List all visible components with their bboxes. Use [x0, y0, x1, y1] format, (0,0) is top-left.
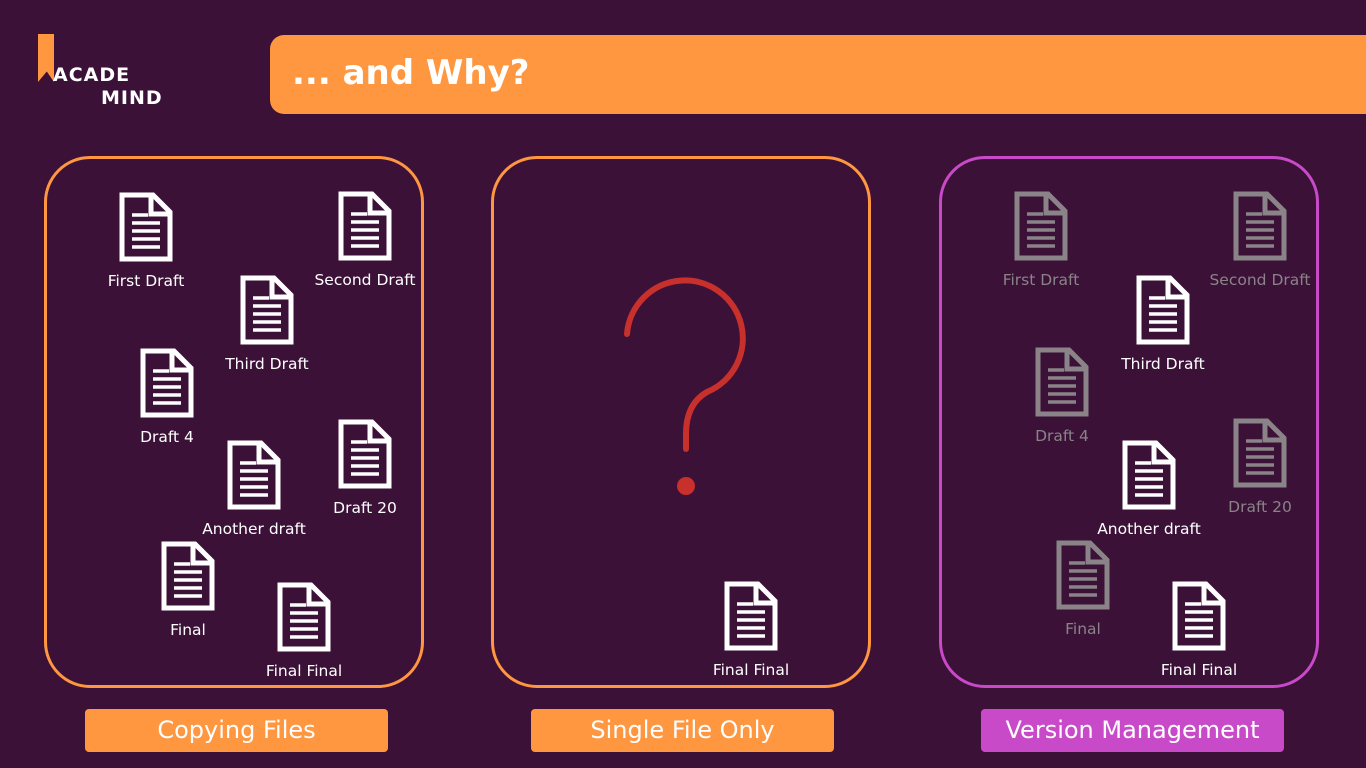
document-label: Draft 4: [1035, 427, 1089, 445]
panel-version-management: First Draft Second Draft Third Draft Dra…: [939, 156, 1319, 688]
document-label: Final Final: [265, 662, 343, 680]
document-third-draft: Third Draft: [197, 274, 337, 373]
document-icon: [1172, 581, 1226, 651]
document-final-final: Final Final: [234, 581, 374, 680]
document-label: Draft 4: [140, 428, 194, 446]
document-draft-20: Draft 20: [1190, 417, 1330, 516]
panel-copying-files: First Draft Second Draft Third Draft Dra…: [44, 156, 424, 688]
document-icon: [338, 419, 392, 489]
document-icon: [161, 541, 215, 611]
document-icon: [119, 192, 173, 262]
document-label: Final Final: [1160, 661, 1238, 679]
document-second-draft: Second Draft: [295, 190, 435, 289]
panel-single-file-only: Final Final: [491, 156, 871, 688]
label-single-file-only: Single File Only: [531, 709, 834, 752]
document-second-draft: Second Draft: [1190, 190, 1330, 289]
document-label: Final Final: [712, 661, 790, 679]
document-draft-20: Draft 20: [295, 418, 435, 517]
document-final-final: Final Final: [681, 580, 821, 679]
label-version-management: Version Management: [981, 709, 1284, 752]
academind-logo: ACADE MIND: [38, 34, 178, 114]
document-third-draft: Third Draft: [1093, 274, 1233, 373]
document-icon: [1056, 540, 1110, 610]
document-label: Third Draft: [1121, 355, 1205, 373]
logo-line-1: ACADE: [53, 64, 131, 86]
logo-line-2: MIND: [101, 87, 163, 109]
document-label: Final: [170, 621, 206, 639]
document-another-draft: Another draft: [184, 439, 324, 538]
document-final-final: Final Final: [1129, 580, 1269, 679]
document-label: Second Draft: [314, 271, 416, 289]
document-label: Third Draft: [225, 355, 309, 373]
document-icon: [1122, 440, 1176, 510]
document-label: Second Draft: [1209, 271, 1311, 289]
document-final: Final: [118, 540, 258, 639]
document-label: Final: [1065, 620, 1101, 638]
label-copying-files: Copying Files: [85, 709, 388, 752]
document-icon: [1035, 347, 1089, 417]
document-final: Final: [1013, 539, 1153, 638]
document-another-draft: Another draft: [1079, 439, 1219, 538]
question-mark-icon: [624, 277, 746, 495]
document-draft-4: Draft 4: [97, 347, 237, 446]
document-first-draft: First Draft: [76, 191, 216, 290]
page-title: ... and Why?: [292, 53, 530, 93]
logo-bookmark-icon: [38, 34, 54, 82]
title-bar: ... and Why?: [270, 35, 1366, 114]
document-icon: [140, 348, 194, 418]
document-label: Another draft: [1097, 520, 1201, 538]
document-icon: [240, 275, 294, 345]
document-label: Draft 20: [333, 499, 397, 517]
document-icon: [1136, 275, 1190, 345]
document-icon: [1233, 191, 1287, 261]
document-icon: [277, 582, 331, 652]
document-icon: [724, 581, 778, 651]
document-icon: [338, 191, 392, 261]
document-draft-4: Draft 4: [992, 346, 1132, 445]
document-label: Another draft: [202, 520, 306, 538]
logo-text: ACADE MIND: [53, 64, 163, 110]
document-icon: [1014, 191, 1068, 261]
document-label: Draft 20: [1228, 498, 1292, 516]
document-label: First Draft: [107, 272, 185, 290]
document-label: First Draft: [1002, 271, 1080, 289]
document-icon: [227, 440, 281, 510]
document-icon: [1233, 418, 1287, 488]
document-first-draft: First Draft: [971, 190, 1111, 289]
